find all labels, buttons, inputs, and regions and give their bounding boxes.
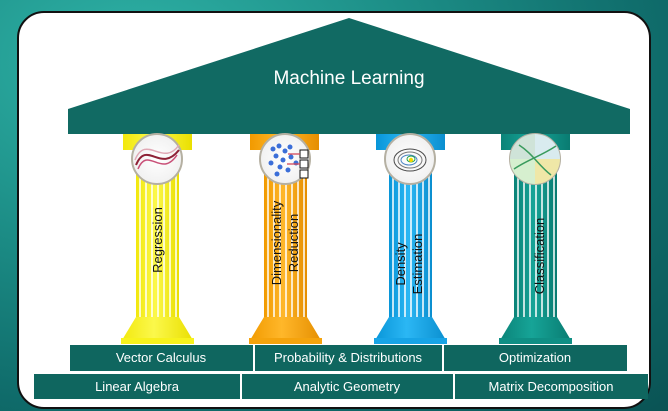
pillar-label-dimensionality-line-1: Dimensionality	[269, 200, 284, 285]
pillar-base	[249, 317, 322, 342]
pillar-dimensionality-reduction: Dimensionality Reduction	[249, 133, 322, 344]
pillar-label-density-line-1: Density	[393, 242, 408, 286]
pillar-base	[121, 317, 194, 342]
pillars: Regression	[121, 133, 572, 344]
foundation-bottom-block-1	[34, 374, 240, 399]
foundation-top-row: Vector Calculus Probability & Distributi…	[70, 345, 627, 371]
pillar-label-regression-line-1: Regression	[150, 207, 165, 273]
pillar-label-dimensionality-line-2: Reduction	[286, 214, 301, 273]
foundation-bottom-block-3	[455, 374, 648, 399]
pillar-classification: Classification	[499, 133, 572, 344]
pillar-base	[499, 317, 572, 342]
foundation-bottom-row: Linear Algebra Analytic Geometry Matrix …	[34, 374, 648, 399]
regression-icon	[131, 133, 183, 185]
pillar-label-classification-line-1: Classification	[532, 218, 547, 295]
foundation-top-block-3	[444, 345, 627, 371]
roof-title: Machine Learning	[273, 68, 424, 89]
foundation-top-block-2	[255, 345, 442, 371]
foundation-bottom-label-2: Analytic Geometry	[294, 379, 401, 394]
pillar-regression: Regression	[121, 133, 194, 344]
foundation-top-label-1: Vector Calculus	[116, 350, 207, 365]
foundation-top-label-2: Probability & Distributions	[274, 350, 423, 365]
pillar-density-estimation: Density Estimation	[374, 133, 447, 344]
foundation-bottom-label-3: Matrix Decomposition	[489, 379, 614, 394]
foundation-bottom-block-2	[242, 374, 453, 399]
foundation-top-label-3: Optimization	[499, 350, 571, 365]
pillar-label-density-line-2: Estimation	[410, 234, 425, 295]
foundation-bottom-label-1: Linear Algebra	[95, 379, 180, 394]
roof: Machine Learning	[68, 18, 630, 134]
pillar-base	[374, 317, 447, 342]
roof-shape	[68, 18, 630, 134]
foundation-top-block-1	[70, 345, 253, 371]
